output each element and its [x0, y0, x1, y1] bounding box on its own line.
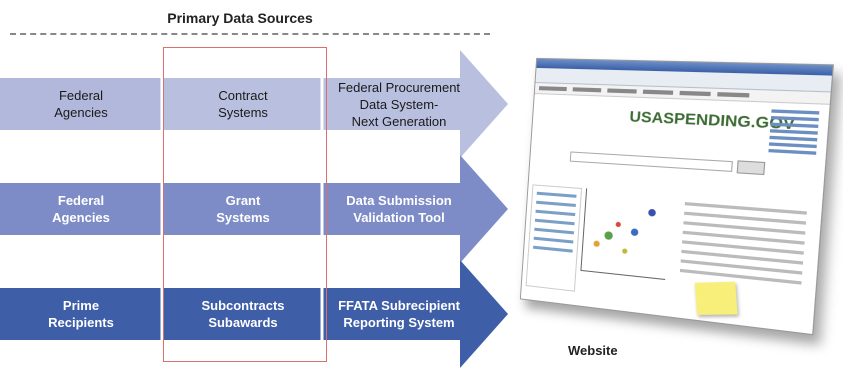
site-share-links [768, 106, 820, 158]
website-label: Website [568, 343, 618, 358]
site-search-button [736, 160, 766, 176]
site-search-box [569, 151, 733, 172]
title-divider [10, 33, 490, 35]
row-1-arrow [0, 50, 508, 158]
row-1-col-2-line-2: Systems [218, 105, 268, 120]
row-1-col-3-line-1: Federal Procurement [337, 79, 461, 95]
row-1-col-3-line-3: Next Generation [351, 113, 447, 129]
row-3-col-3-line-1: FFATA Subrecipient [338, 298, 460, 313]
row-3-col-3-line-2: Reporting System [343, 315, 455, 330]
row-1-col-2-line-1: Contract [218, 88, 268, 103]
diagram-title: Primary Data Sources [167, 10, 313, 26]
site-popular-requests [525, 184, 583, 292]
website-screenshot: USASPENDING.GOV [519, 50, 834, 350]
row-2-col-1-line-1: Federal [57, 193, 105, 208]
site-spending-trends-chart [580, 188, 672, 280]
row-2-col-2-line-2: Systems [216, 210, 270, 225]
row-1-col-1-line-1: Federal [58, 88, 104, 103]
row-3-col-1-line-2: Recipients [48, 315, 114, 330]
row-2-col-3-line-2: Validation Tool [353, 210, 445, 225]
row-3-col-2-line-2: Subawards [208, 315, 278, 330]
row-2-col-2-line-1: Grant [225, 193, 261, 208]
row-2-col-1-line-2: Agencies [52, 210, 110, 225]
row-1-col-3-line-2: Data System- [359, 96, 439, 112]
row-3-col-2-line-1: Subcontracts [201, 298, 285, 313]
site-sticky-note [694, 281, 738, 315]
row-3-arrow [0, 260, 508, 368]
row-2-col-3-line-1: Data Submission [346, 193, 452, 208]
row-3-col-1-line-1: Prime [62, 298, 100, 313]
browser-window: USASPENDING.GOV [519, 57, 834, 336]
row-1-col-1-line-2: Agencies [54, 105, 108, 120]
row-2-arrow [0, 155, 508, 263]
